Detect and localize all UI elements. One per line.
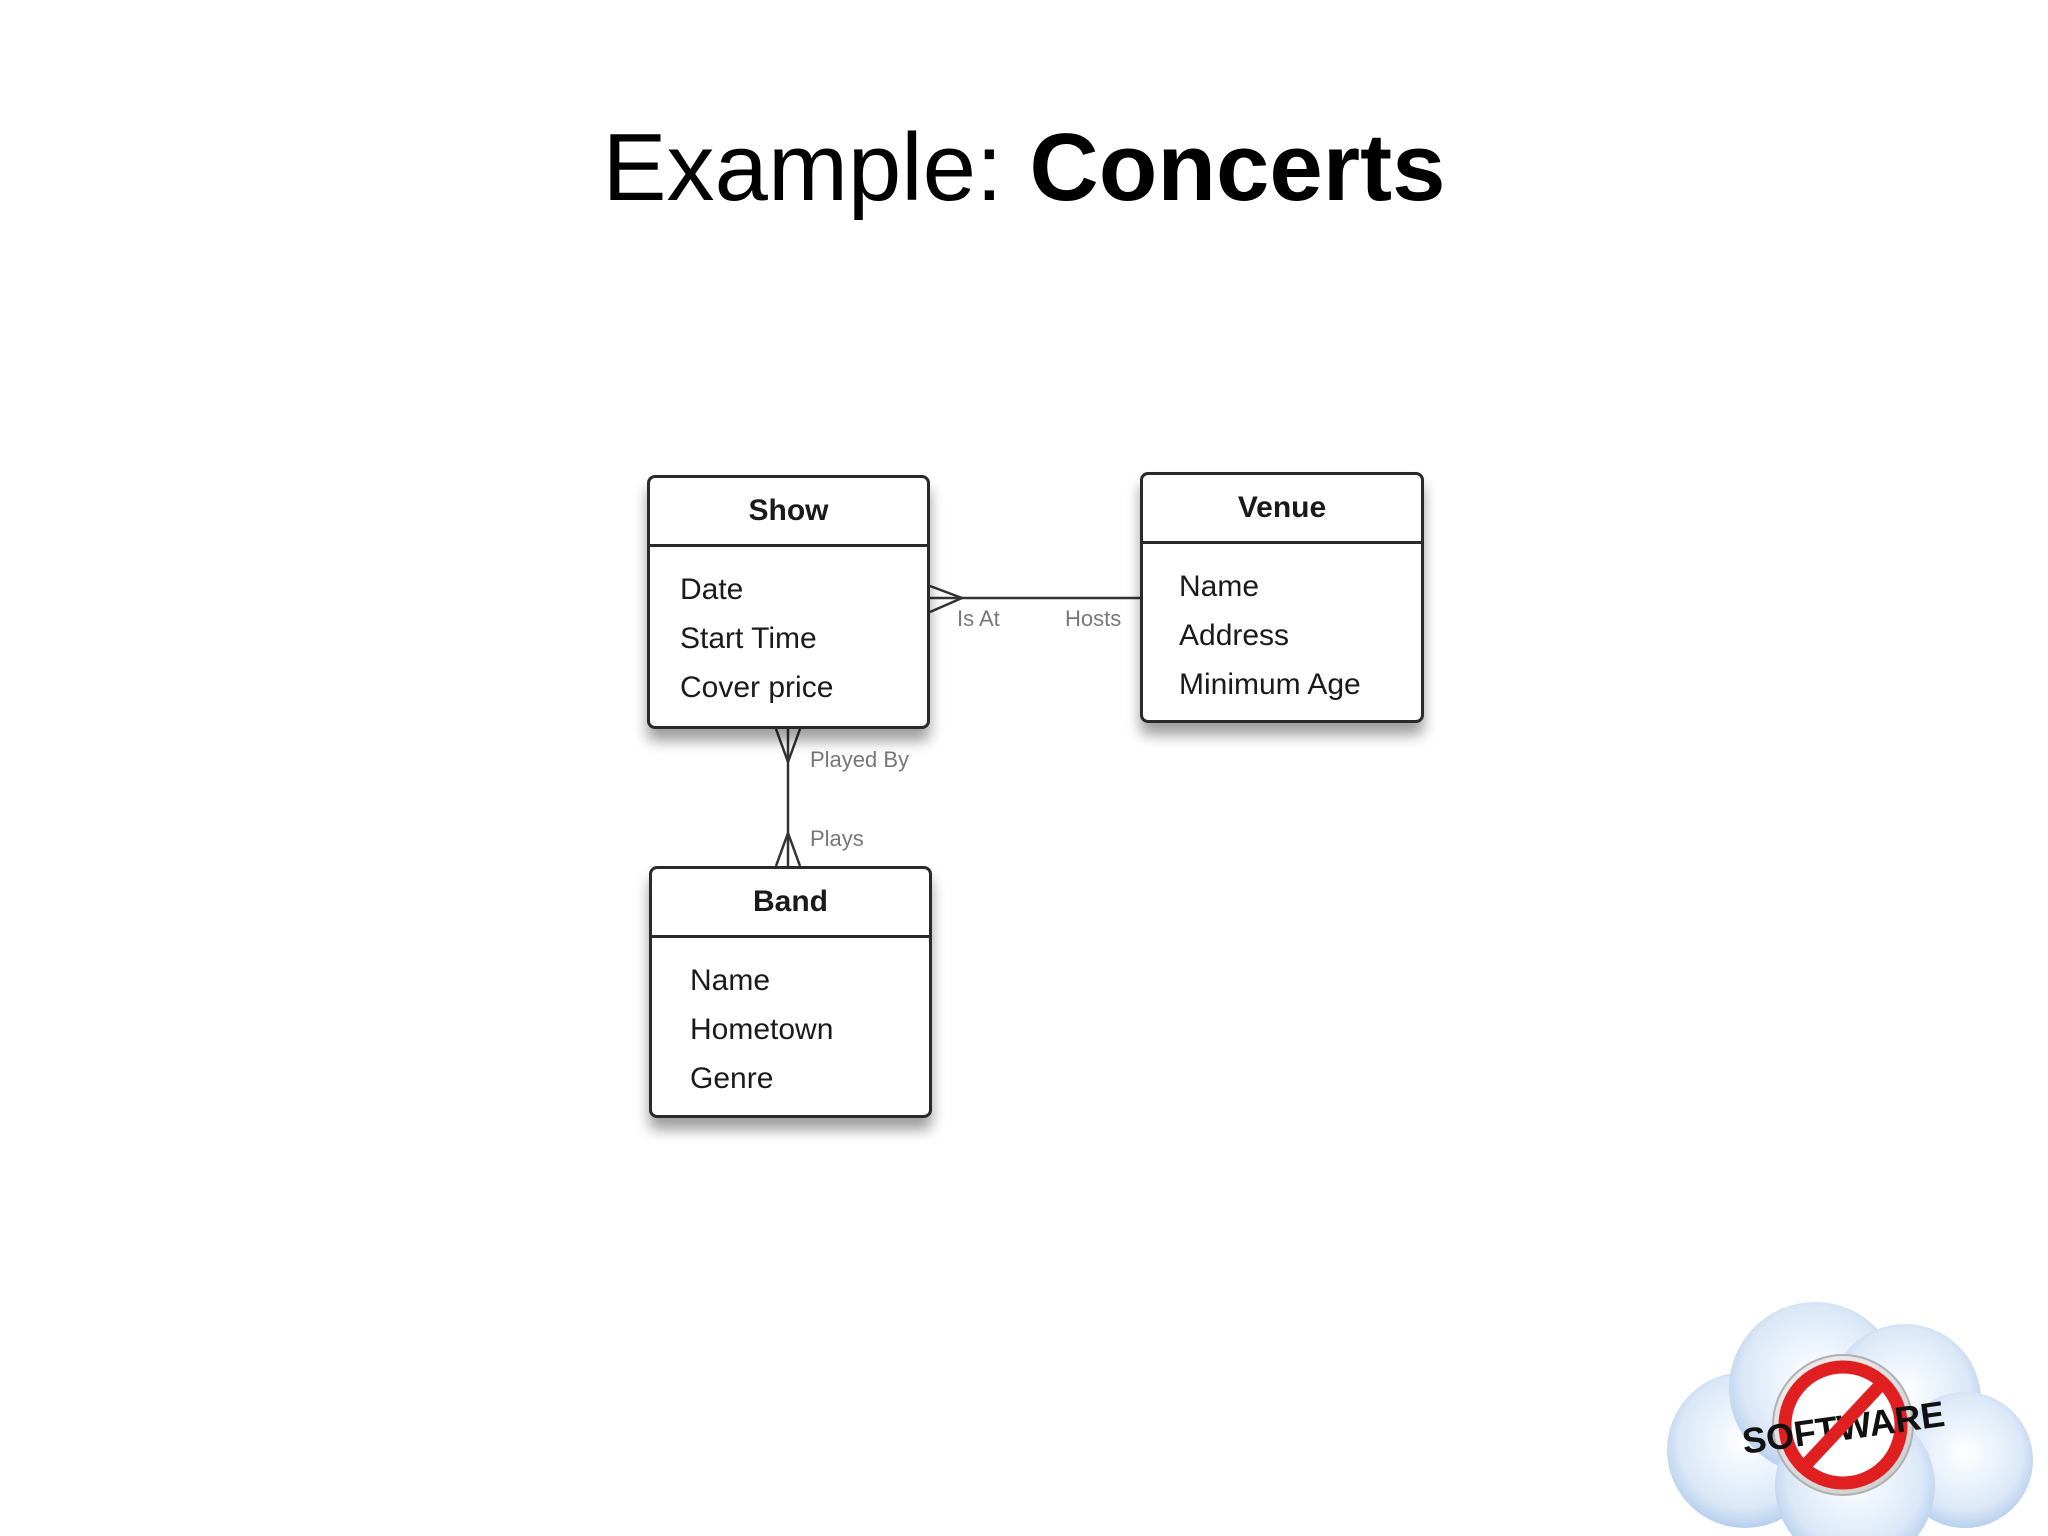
entity-show: Show Date Start Time Cover price bbox=[647, 475, 930, 729]
entity-band-attributes: Name Hometown Genre bbox=[652, 938, 929, 1103]
rel-show-band-crowfoot-show-left bbox=[774, 728, 790, 763]
attribute: Name bbox=[1179, 570, 1260, 603]
attribute: Cover price bbox=[680, 671, 834, 704]
rel-label-is-at: Is At bbox=[957, 606, 1000, 631]
entity-band: Band Name Hometown Genre bbox=[649, 866, 932, 1118]
rel-label-played-by: Played By bbox=[810, 747, 910, 772]
slide-title: Example: Concerts bbox=[0, 108, 2048, 228]
no-software-cloud-icon: SOFTWARE bbox=[1667, 1302, 2033, 1536]
attribute: Minimum Age bbox=[1179, 668, 1361, 701]
entity-show-attributes: Date Start Time Cover price bbox=[650, 547, 927, 712]
attribute: Date bbox=[680, 573, 744, 606]
entity-venue-name: Venue bbox=[1143, 475, 1421, 544]
rel-show-venue-crowfoot-bottom bbox=[929, 596, 963, 614]
rel-label-hosts: Hosts bbox=[1065, 606, 1122, 631]
rel-show-band-crowfoot-show-right bbox=[786, 728, 802, 763]
rel-label-plays: Plays bbox=[810, 826, 864, 851]
entity-show-name: Show bbox=[650, 478, 927, 547]
title-emphasis: Concerts bbox=[1029, 114, 1446, 221]
attribute: Hometown bbox=[690, 1013, 834, 1046]
rel-show-venue-crowfoot-top bbox=[929, 584, 963, 600]
attribute: Start Time bbox=[680, 622, 817, 655]
attribute: Address bbox=[1179, 619, 1290, 652]
no-sign: SOFTWARE bbox=[1739, 1354, 1947, 1496]
title-prefix: Example: bbox=[602, 114, 1030, 221]
rel-show-band-crowfoot-band-left bbox=[774, 832, 790, 867]
entity-band-name: Band bbox=[652, 869, 929, 938]
rel-show-band-crowfoot-band-right bbox=[786, 832, 802, 867]
entity-venue-attributes: Name Address Minimum Age bbox=[1143, 544, 1421, 709]
attribute: Genre bbox=[690, 1062, 774, 1095]
entity-venue: Venue Name Address Minimum Age bbox=[1140, 472, 1424, 723]
attribute: Name bbox=[690, 964, 771, 997]
